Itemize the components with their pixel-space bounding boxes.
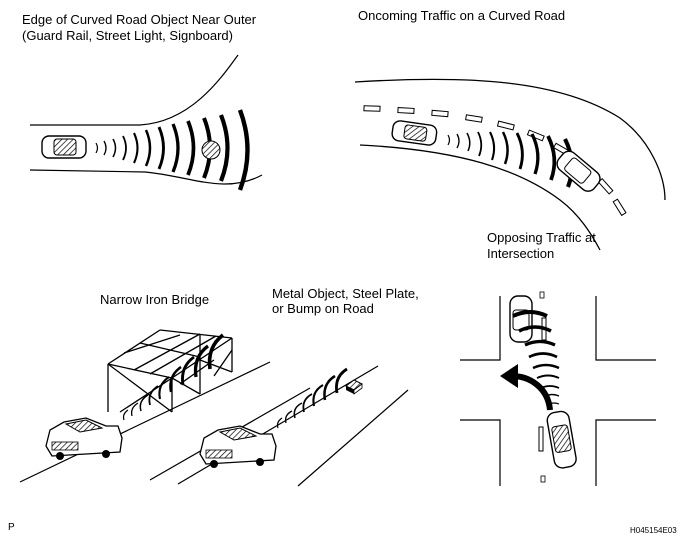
road-corner-bottom-right [595,419,656,486]
road-edge-upper [30,54,239,126]
page-marker: P [8,522,15,533]
oncoming-traffic-title: Oncoming Traffic on a Curved Road [358,8,566,23]
oncoming-car-icon [509,295,533,343]
metal-object-title-line1: Metal Object, Steel Plate, [272,286,419,301]
radar-wave-icon [512,310,560,405]
panel-metal-object [177,365,409,487]
car-icon [546,410,577,469]
road-corner-top-right [595,296,656,361]
panel-oncoming [354,78,666,251]
oncoming-car-icon [556,150,601,192]
curved-edge-title-line1: Edge of Curved Road Object Near Outer [22,12,257,27]
car-icon [391,120,438,146]
road-corner-bottom-left [460,419,501,486]
panel-intersection [460,291,656,486]
road-edge-lower [29,169,263,185]
figure-code: H045154E03 [630,526,677,535]
turn-arrow-icon [500,364,553,411]
intersection-title-line1: Opposing Traffic at [487,230,596,245]
car-icon [41,135,87,159]
panel-bridge [19,329,311,483]
road-corner-top-left [460,296,501,361]
bridge-truss-icon [107,329,233,413]
curve-road-outer [354,78,666,201]
curved-edge-title-line2: (Guard Rail, Street Light, Signboard) [22,28,233,43]
intersection-title-line2: Intersection [487,246,555,261]
steel-plate-icon [345,379,363,395]
curve-road-inner [359,144,601,251]
metal-object-title-line2: or Bump on Road [272,301,374,316]
radar-wave-icon [276,367,348,429]
radar-wave-icon [122,333,225,421]
bridge-title: Narrow Iron Bridge [100,292,210,307]
car-icon [199,425,277,468]
panel-curved-edge [29,54,263,191]
guard-rail-object [201,140,221,160]
car-icon [45,417,123,460]
radar-wave-icon [95,109,250,191]
